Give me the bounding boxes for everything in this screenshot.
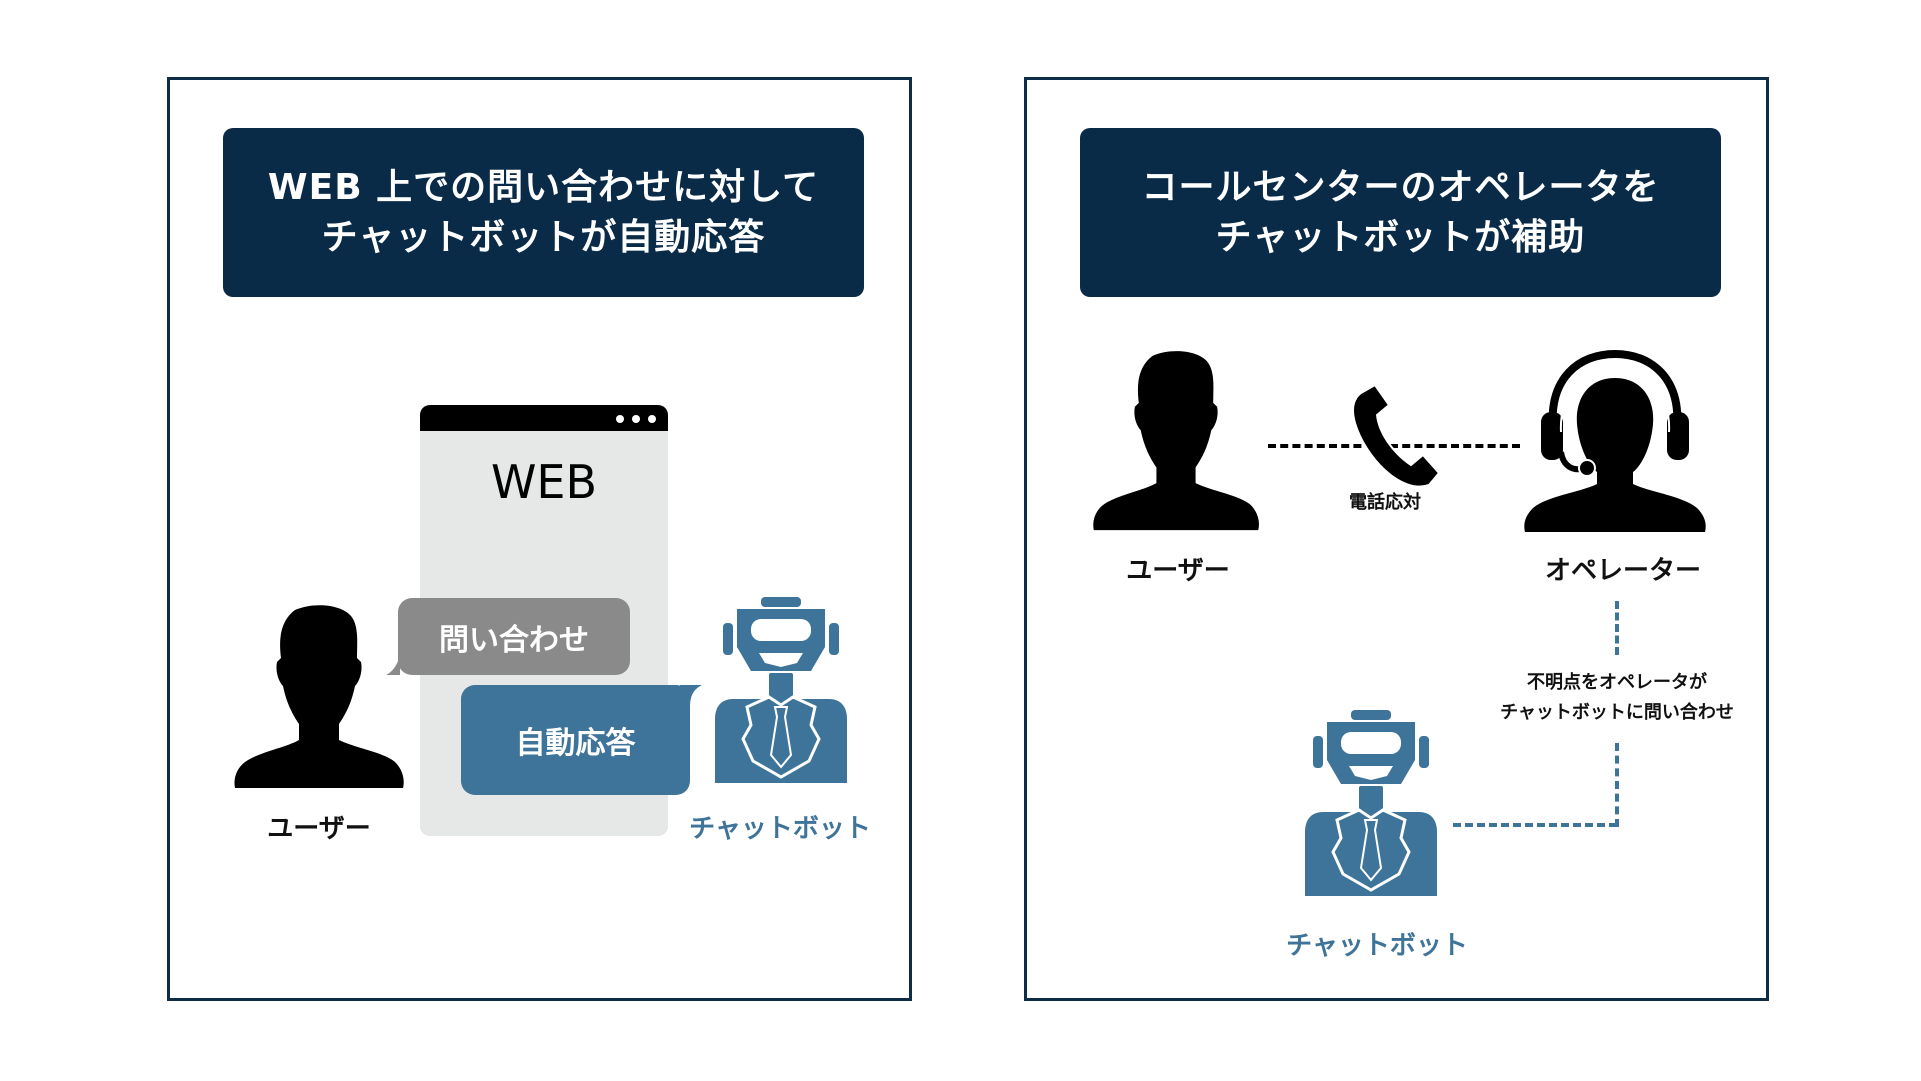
- browser-title-bar: [420, 405, 668, 431]
- right-title-box: コールセンターのオペレータを チャットボットが補助: [1080, 128, 1721, 297]
- left-user-label: ユーザー: [267, 814, 371, 844]
- auto-reply-bubble-text: 自動応答: [515, 726, 636, 761]
- right-user-label: ユーザー: [1126, 556, 1230, 586]
- left-title-box: WEB 上での問い合わせに対して チャットボットが自動応答: [223, 128, 864, 297]
- annotation-line2: チャットボットに問い合わせ: [1500, 702, 1734, 723]
- left-title-line1: WEB 上での問い合わせに対して: [267, 166, 820, 208]
- three-dots-menu-icon: [616, 415, 624, 423]
- auto-reply-bubble-tail: [680, 685, 702, 707]
- chatbot-connection-line: [1453, 823, 1617, 827]
- phone-call-label: 電話応対: [1349, 492, 1421, 513]
- inquiry-bubble-tail: [386, 655, 400, 675]
- operator-query-line-upper: [1615, 601, 1619, 655]
- three-dots-menu-icon: [632, 415, 640, 423]
- operator-query-annotation: 不明点をオペレータが チャットボットに問い合わせ: [1497, 668, 1737, 728]
- annotation-line1: 不明点をオペレータが: [1527, 672, 1707, 693]
- phone-connection-line: [1268, 444, 1520, 448]
- operator-headset-icon: [1524, 349, 1706, 532]
- operator-label: オペレーター: [1544, 556, 1702, 586]
- phone-handset-icon: [1352, 383, 1441, 488]
- right-title-line2: チャットボットが補助: [1215, 216, 1586, 258]
- user-silhouette-icon: [234, 605, 404, 788]
- left-chatbot-label: チャットボット: [689, 814, 871, 844]
- right-chatbot-label: チャットボット: [1286, 931, 1468, 961]
- auto-reply-speech-bubble: 自動応答: [461, 685, 690, 795]
- right-title-line1: コールセンターのオペレータを: [1141, 166, 1660, 208]
- inquiry-bubble-text: 問い合わせ: [439, 622, 589, 658]
- user-silhouette-icon: [1093, 351, 1259, 531]
- three-dots-menu-icon: [648, 415, 656, 423]
- chatbot-robot-icon: [715, 597, 847, 783]
- inquiry-speech-bubble: 問い合わせ: [398, 598, 630, 675]
- web-chatbot-panel: WEB 上での問い合わせに対して チャットボットが自動応答 WEB ユーザー 問…: [167, 77, 912, 1001]
- chatbot-robot-icon: [1305, 710, 1437, 896]
- operator-query-line-lower: [1615, 743, 1619, 827]
- left-title-line2: チャットボットが自動応答: [321, 216, 766, 258]
- callcenter-chatbot-panel: コールセンターのオペレータを チャットボットが補助 ユーザー 電話応対 オペレー…: [1024, 77, 1769, 1001]
- browser-web-label: WEB: [490, 455, 598, 509]
